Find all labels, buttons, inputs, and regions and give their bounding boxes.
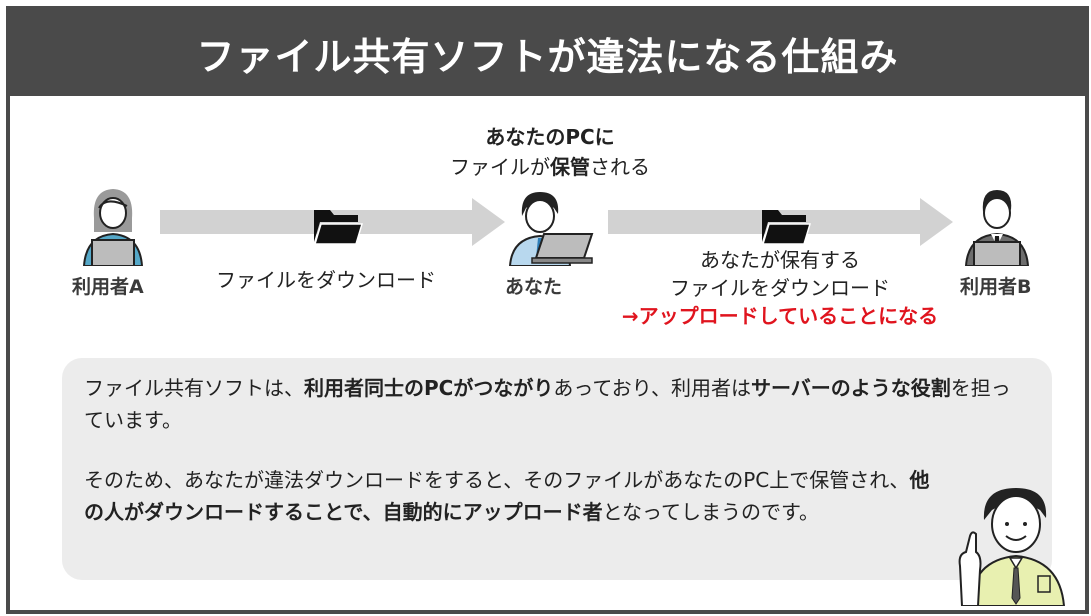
top-note: あなたのPCに ファイルが保管される	[350, 122, 750, 182]
right-caption: あなたが保有する ファイルをダウンロード →アップロードしていることになる	[600, 246, 960, 330]
top-note-line2: ファイルが保管される	[450, 155, 650, 179]
upload-warning: →アップロードしていることになる	[621, 304, 939, 328]
user-b-icon	[964, 190, 1030, 266]
right-caption-line2: ファイルをダウンロード	[670, 276, 890, 300]
folder-icon	[761, 210, 812, 245]
right-caption-line1: あなたが保有する	[700, 248, 860, 272]
folder-icon	[313, 210, 364, 245]
top-note-line1: あなたのPCに	[485, 125, 615, 149]
slide-frame: ファイル共有ソフトが違法になる仕組み あなたのPCに ファイルが保管される 利用…	[6, 6, 1089, 614]
user-a-icon	[82, 189, 144, 266]
you-icon	[508, 192, 594, 266]
user-a-label: 利用者A	[72, 276, 144, 298]
you-label: あなた	[505, 276, 563, 298]
info-box: ファイル共有ソフトは、利用者同士のPCがつながりあっており、利用者はサーバーのよ…	[62, 358, 1052, 580]
page-title: ファイル共有ソフトが違法になる仕組み	[10, 10, 1085, 96]
left-caption: ファイルをダウンロード	[216, 268, 436, 292]
info-text: ファイル共有ソフトは、利用者同士のPCがつながりあっており、利用者はサーバーのよ…	[84, 372, 1014, 556]
pointing-man-illustration	[958, 488, 1066, 606]
info-paragraph-1: ファイル共有ソフトは、利用者同士のPCがつながりあっており、利用者はサーバーのよ…	[84, 376, 1011, 432]
user-b-label: 利用者B	[960, 276, 1032, 298]
info-paragraph-2: そのため、あなたが違法ダウンロードをすると、そのファイルがあなたのPC上で保管さ…	[84, 468, 930, 524]
